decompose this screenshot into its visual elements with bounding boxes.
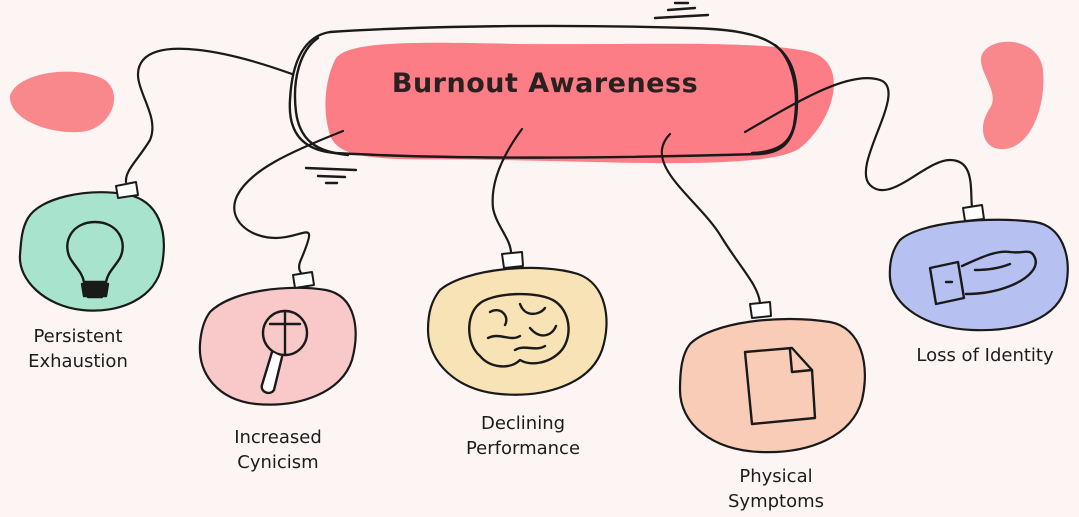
connector-exhaustion <box>124 47 294 184</box>
label-persistent-exhaustion: Persistent Exhaustion <box>28 326 128 372</box>
title-capsule-outline-2 <box>293 36 350 157</box>
lightbulb-icon <box>66 220 124 299</box>
left-decor-blob <box>9 71 115 133</box>
label-physical-symptoms: Physical Symptoms <box>727 466 825 512</box>
label-increased-cynicism: Increased Cynicism <box>234 427 322 473</box>
magnifier-icon <box>260 309 309 395</box>
document-icon <box>743 346 817 426</box>
node-blob-exhaustion <box>18 191 165 312</box>
node-blob-identity <box>888 218 1069 332</box>
hook-physical <box>749 301 772 319</box>
connector-identity <box>743 76 974 209</box>
brain-icon <box>468 292 570 368</box>
connector-physical <box>660 132 762 305</box>
connector-cynicism <box>233 129 345 276</box>
connector-performance <box>491 127 524 254</box>
hook-performance <box>501 251 524 269</box>
right-decor-blob <box>980 41 1044 150</box>
node-blob-physical <box>678 317 866 454</box>
node-blob-cynicism <box>198 286 357 406</box>
title-capsule-outline <box>288 24 799 159</box>
hook-exhaustion <box>115 181 139 199</box>
open-hand-icon <box>928 250 1037 306</box>
label-declining-performance: Declining Performance <box>465 413 581 459</box>
label-loss-of-identity: Loss of Identity <box>916 345 1054 366</box>
capsule-accent-strokes-top <box>653 1 710 20</box>
capsule-accent-strokes-bottom <box>304 166 358 185</box>
hook-cynicism <box>292 271 315 289</box>
title-band-fill <box>325 42 834 164</box>
node-blob-performance <box>426 266 608 396</box>
title-capsule-outline-3 <box>750 43 798 155</box>
diagram-title: Burnout Awareness <box>391 68 699 99</box>
hook-identity <box>962 204 985 222</box>
